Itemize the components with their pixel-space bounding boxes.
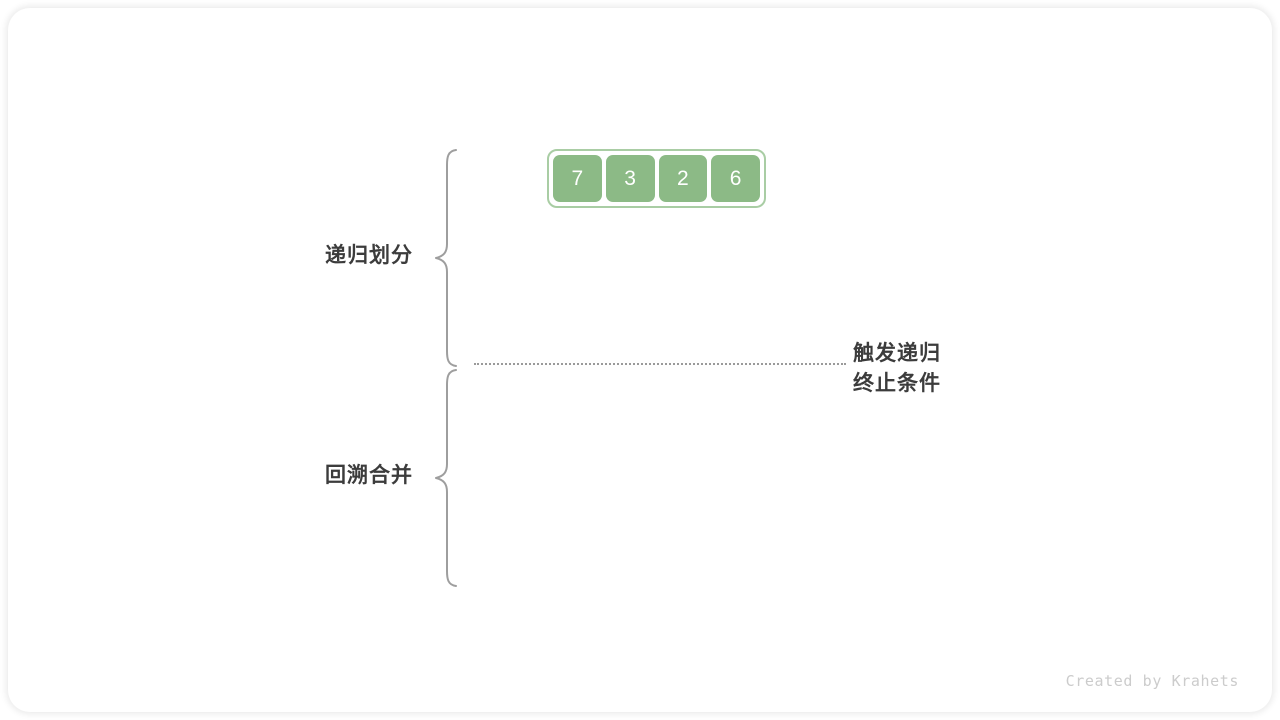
base-case-annotation-line-1: 触发递归: [853, 342, 941, 365]
phase-label-divide: 递归划分: [325, 244, 413, 267]
array-cell[interactable]: 3: [605, 155, 655, 202]
array-cell[interactable]: 7: [553, 155, 602, 202]
phase-label-merge: 回溯合并: [325, 464, 413, 487]
input-array: 7 3 2 6: [547, 149, 766, 208]
base-case-annotation: 触发递归 终止条件: [853, 339, 941, 399]
figure-canvas: 7 3 2 6 递归划分 回溯合并 触发递归 终止条件 Created by K…: [8, 8, 1272, 712]
array-cell[interactable]: 2: [658, 155, 708, 202]
base-case-annotation-line-2: 终止条件: [853, 372, 941, 395]
watermark-credit: Created by Krahets: [1065, 672, 1239, 690]
array-cell[interactable]: 6: [711, 155, 760, 202]
curly-brace-icon: [435, 369, 457, 587]
curly-brace-icon: [435, 149, 457, 367]
recursion-base-case-divider: [474, 363, 846, 365]
